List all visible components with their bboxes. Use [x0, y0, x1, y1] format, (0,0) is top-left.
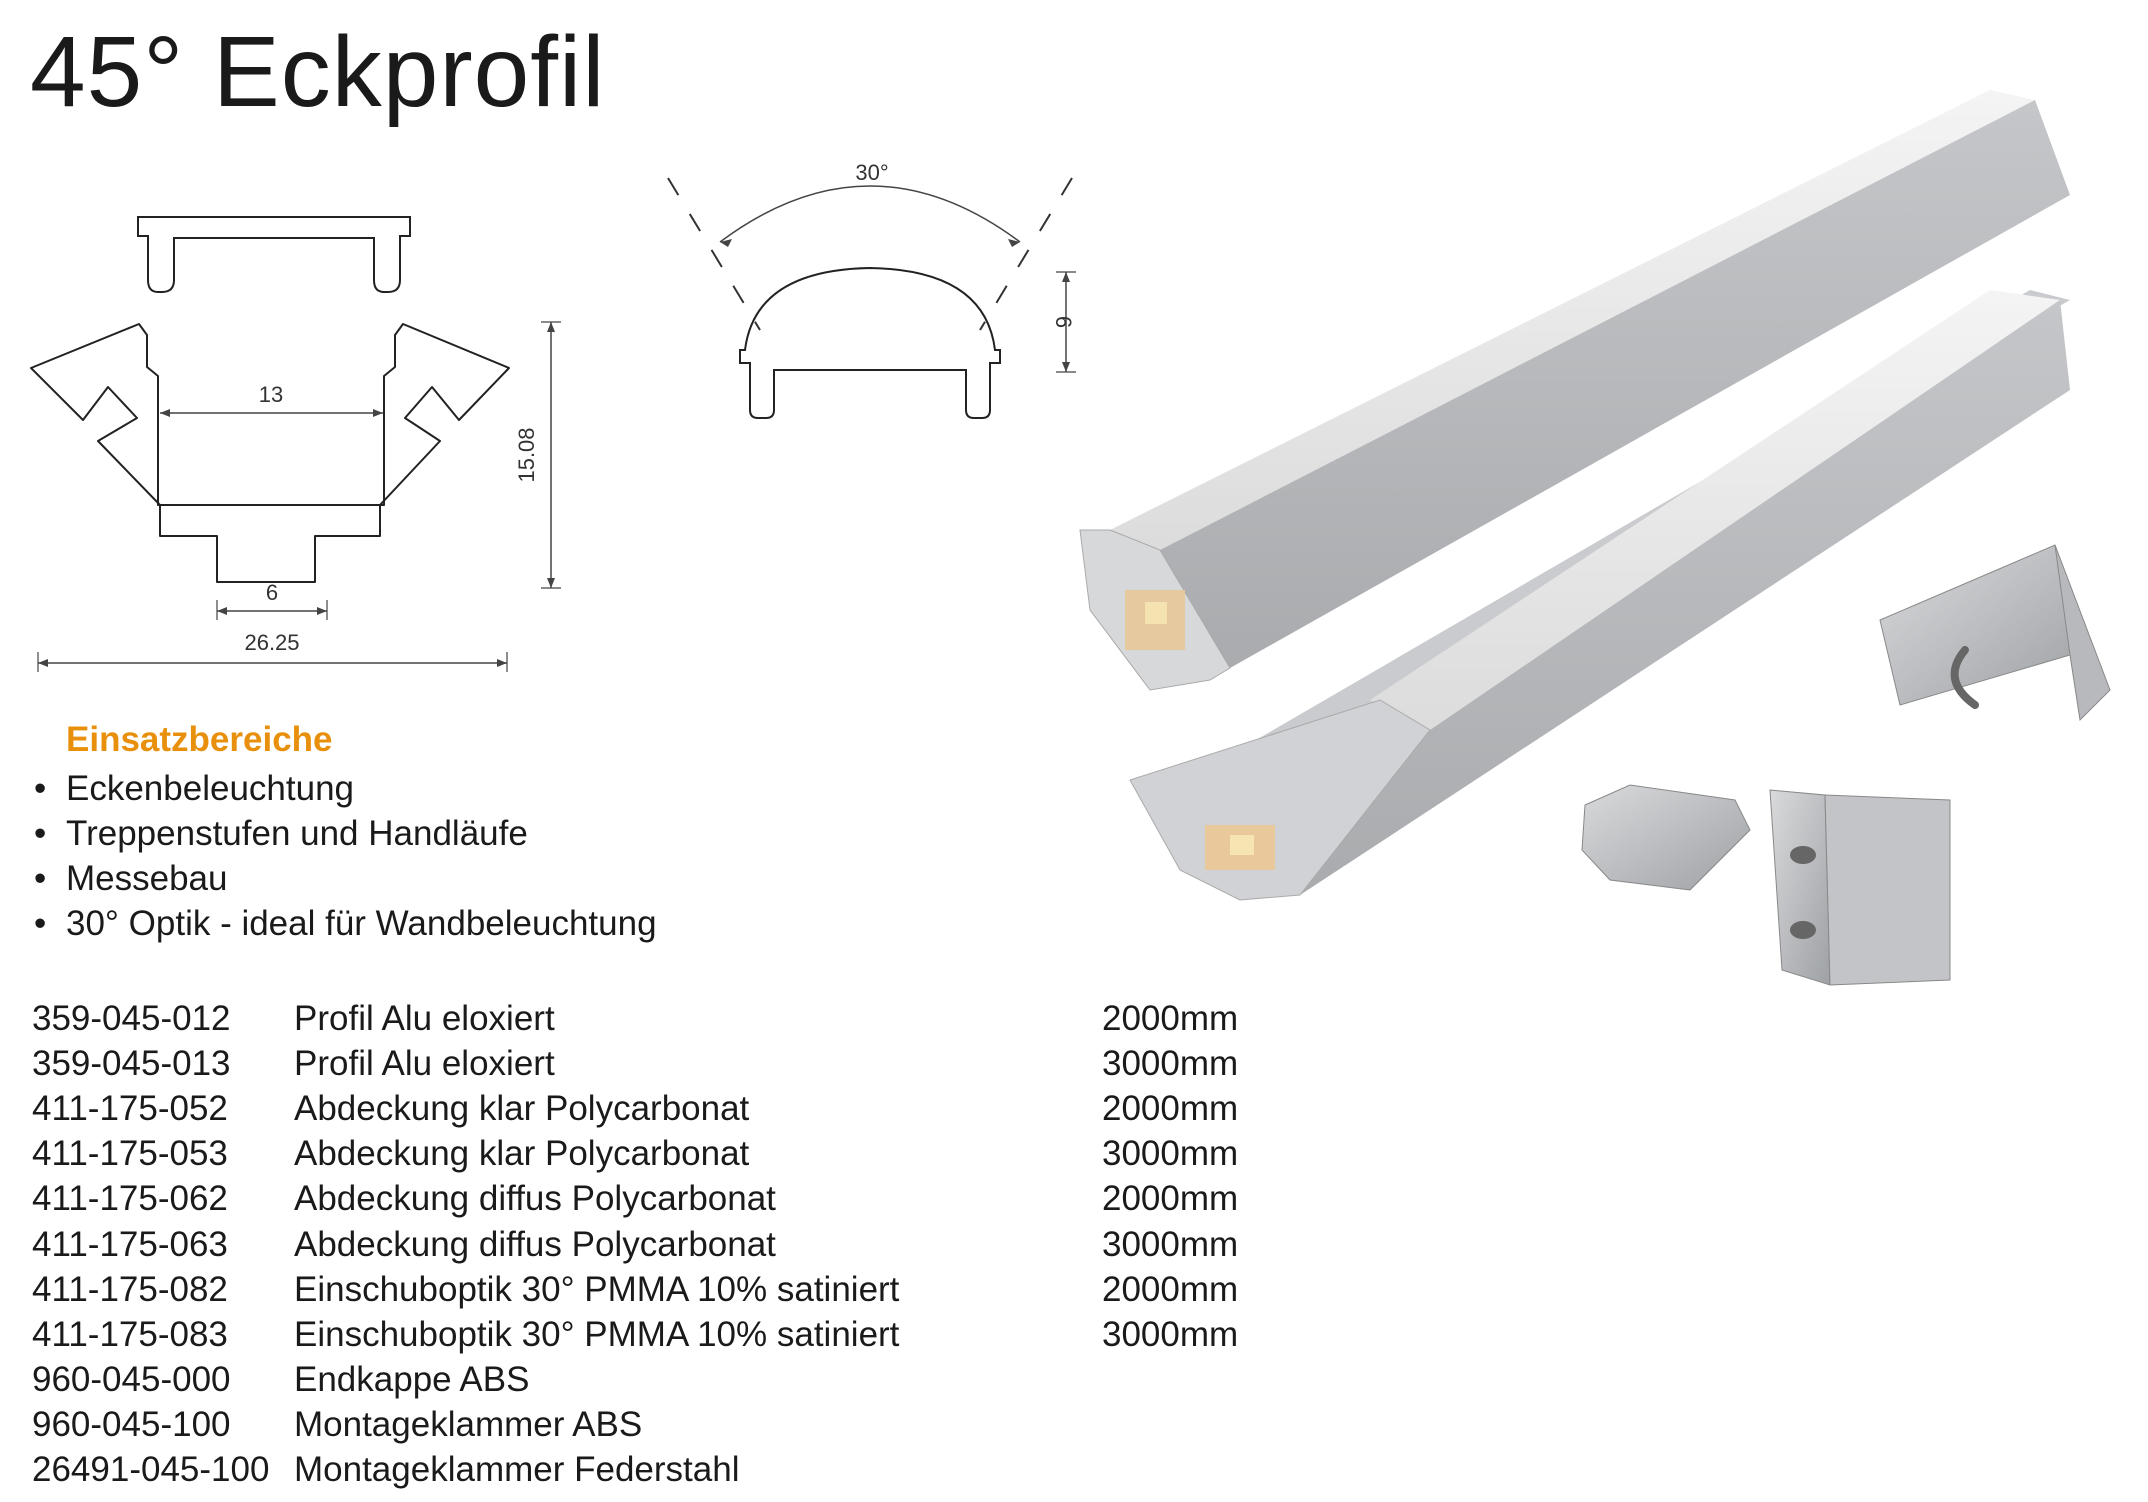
endcap-photo: [1581, 784, 1751, 891]
part-length: 3000mm: [1102, 1134, 1239, 1174]
profile-photo-lower: [1129, 290, 2070, 901]
profile-photo-upper: [1079, 90, 2070, 691]
uses-list: Eckenbeleuchtung Treppenstufen und Handl…: [34, 766, 657, 946]
angle-arc: [719, 185, 1021, 243]
part-code: 411-175-053: [32, 1134, 228, 1174]
table-row: 960-045-100 Montageklammer ABS: [32, 1403, 1238, 1448]
uses-section: Einsatzbereiche Eckenbeleuchtung Treppen…: [34, 718, 657, 946]
table-row: 411-175-062 Abdeckung diffus Polycarbona…: [32, 1177, 1238, 1222]
part-description: Einschuboptik 30° PMMA 10% satiniert: [294, 1269, 900, 1309]
lens-drawing: 30° 6: [667, 160, 1076, 419]
table-row: 411-175-083 Einschuboptik 30° PMMA 10% s…: [32, 1312, 1238, 1357]
clip-photo-small: [1769, 789, 1951, 986]
table-row: 411-175-052 Abdeckung klar Polycarbonat …: [32, 1086, 1238, 1131]
part-length: 2000mm: [1102, 1269, 1239, 1309]
dim-total-width-label: 26.25: [244, 630, 299, 655]
part-description: Abdeckung klar Polycarbonat: [294, 1134, 750, 1174]
table-row: 359-045-013 Profil Alu eloxiert 3000mm: [32, 1041, 1238, 1086]
profile-outline: [30, 323, 510, 583]
part-code: 26491-045-100: [32, 1450, 270, 1490]
product-illustration: [1079, 90, 2111, 986]
profile-cross-section-drawing: 13 6 26.25 15.08: [30, 216, 561, 672]
part-code: 411-175-062: [32, 1179, 228, 1219]
dim-inner-width-label: 13: [259, 382, 283, 407]
table-row: 359-045-012 Profil Alu eloxiert 2000mm: [32, 996, 1238, 1041]
lens-outline: [739, 266, 1001, 419]
part-length: 3000mm: [1102, 1314, 1239, 1354]
dim-angle-label: 30°: [855, 160, 888, 185]
parts-table: 359-045-012 Profil Alu eloxiert 2000mm 3…: [32, 996, 1238, 1493]
part-code: 359-045-012: [32, 998, 231, 1038]
part-description: Profil Alu eloxiert: [294, 998, 555, 1038]
part-length: 3000mm: [1102, 1043, 1239, 1083]
part-description: Abdeckung diffus Polycarbonat: [294, 1179, 776, 1219]
dim-lens-height: 6: [1051, 271, 1076, 373]
part-length: 2000mm: [1102, 1179, 1239, 1219]
dim-height-label: 15.08: [514, 427, 539, 482]
dim-lens-height-label: 6: [1051, 316, 1076, 328]
part-code: 960-045-100: [32, 1405, 231, 1445]
cover-outline: [137, 216, 411, 293]
part-description: Abdeckung diffus Polycarbonat: [294, 1224, 776, 1264]
table-row: 26491-045-100 Montageklammer Federstahl: [32, 1448, 1238, 1493]
part-description: Montageklammer Federstahl: [294, 1450, 740, 1490]
list-item: Messebau: [34, 856, 657, 901]
part-code: 359-045-013: [32, 1043, 231, 1083]
part-length: 2000mm: [1102, 1088, 1239, 1128]
part-code: 411-175-052: [32, 1088, 228, 1128]
dim-height: 15.08: [514, 321, 561, 589]
part-length: 2000mm: [1102, 998, 1239, 1038]
page-title: 45° Eckprofil: [30, 16, 606, 128]
list-item: Eckenbeleuchtung: [34, 766, 657, 811]
table-row: 411-175-053 Abdeckung klar Polycarbonat …: [32, 1132, 1238, 1177]
part-description: Profil Alu eloxiert: [294, 1043, 555, 1083]
clip-photo-large: [1879, 544, 2111, 722]
lens-angle-lines: [667, 177, 1073, 331]
uses-heading: Einsatzbereiche: [66, 720, 333, 759]
list-item: Treppenstufen und Handläufe: [34, 811, 657, 856]
dim-bottom-groove: 6: [216, 580, 328, 620]
table-row: 411-175-063 Abdeckung diffus Polycarbona…: [32, 1222, 1238, 1267]
part-code: 960-045-000: [32, 1360, 231, 1400]
part-description: Einschuboptik 30° PMMA 10% satiniert: [294, 1314, 900, 1354]
part-description: Montageklammer ABS: [294, 1405, 643, 1445]
part-description: Abdeckung klar Polycarbonat: [294, 1088, 750, 1128]
dim-total-width: 26.25: [37, 630, 508, 672]
dim-inner-width: 13: [160, 382, 383, 417]
dim-bottom-groove-label: 6: [266, 580, 278, 605]
table-row: 411-175-082 Einschuboptik 30° PMMA 10% s…: [32, 1267, 1238, 1312]
part-code: 411-175-082: [32, 1269, 228, 1309]
part-code: 411-175-063: [32, 1224, 228, 1264]
part-description: Endkappe ABS: [294, 1360, 530, 1400]
list-item: 30° Optik - ideal für Wandbeleuchtung: [34, 901, 657, 946]
part-length: 3000mm: [1102, 1224, 1239, 1264]
table-row: 960-045-000 Endkappe ABS: [32, 1358, 1238, 1403]
part-code: 411-175-083: [32, 1314, 228, 1354]
